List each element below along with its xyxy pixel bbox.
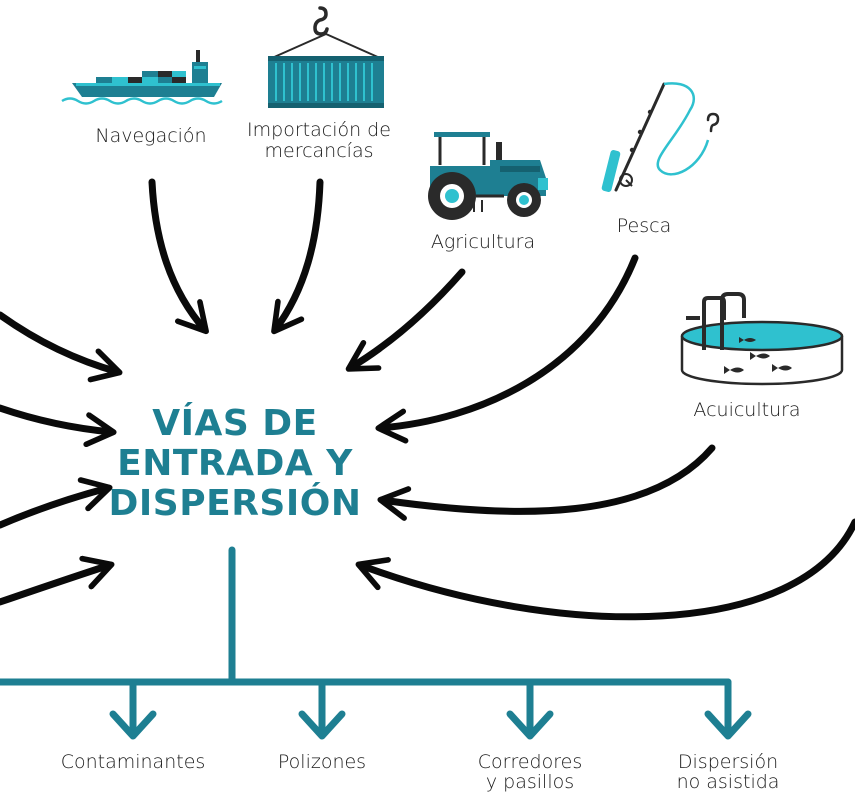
dispersion-line-2: no asistida bbox=[676, 771, 780, 793]
corredores-line-2: y pasillos bbox=[485, 771, 575, 793]
cargo-ship-icon bbox=[61, 50, 223, 105]
center-title-line-1: VÍAS DE bbox=[152, 403, 318, 444]
arrow-right-edge bbox=[355, 518, 855, 621]
acuicultura-text: Acuicultura bbox=[693, 399, 801, 421]
polizones-text: Polizones bbox=[277, 751, 367, 773]
fishing-rod-icon bbox=[601, 82, 720, 192]
label-importacion: Importación de mercancías bbox=[238, 120, 400, 162]
arrow-left-2 bbox=[0, 404, 117, 448]
center-title: VÍAS DE ENTRADA Y DISPERSIÓN bbox=[95, 404, 375, 524]
shipping-container-icon bbox=[268, 6, 384, 108]
contaminantes-text: Contaminantes bbox=[60, 751, 206, 773]
arrow-pesca bbox=[375, 254, 639, 444]
agricultura-text: Agricultura bbox=[430, 231, 536, 253]
output-tree bbox=[0, 546, 752, 740]
center-title-line-2: ENTRADA Y bbox=[117, 443, 353, 484]
tractor-icon bbox=[428, 132, 548, 220]
dispersion-line-1: Dispersión bbox=[677, 751, 779, 773]
label-pesca: Pesca bbox=[594, 216, 694, 236]
navegacion-text: Navegación bbox=[95, 125, 207, 147]
arrow-agricultura bbox=[345, 268, 466, 372]
label-agricultura: Agricultura bbox=[408, 232, 558, 252]
importacion-line-1: Importación de bbox=[247, 119, 391, 141]
label-polizones: Polizones bbox=[262, 752, 382, 772]
arrow-acuicultura bbox=[377, 444, 716, 521]
arrow-navegacion bbox=[148, 178, 209, 335]
arrow-left-1 bbox=[0, 311, 123, 383]
label-contaminantes: Contaminantes bbox=[48, 752, 218, 772]
arrow-importacion bbox=[271, 178, 324, 335]
arrow-left-3 bbox=[0, 477, 113, 529]
label-navegacion: Navegación bbox=[70, 126, 232, 146]
fish-tank-icon bbox=[680, 292, 844, 386]
arrow-left-4 bbox=[0, 555, 115, 606]
label-acuicultura: Acuicultura bbox=[672, 400, 822, 420]
pesca-text: Pesca bbox=[616, 215, 672, 237]
center-title-line-3: DISPERSIÓN bbox=[108, 483, 362, 524]
corredores-line-1: Corredores bbox=[477, 751, 583, 773]
importacion-line-2: mercancías bbox=[264, 140, 374, 162]
label-corredores: Corredores y pasillos bbox=[455, 752, 605, 792]
label-dispersion: Dispersión no asistida bbox=[655, 752, 801, 792]
